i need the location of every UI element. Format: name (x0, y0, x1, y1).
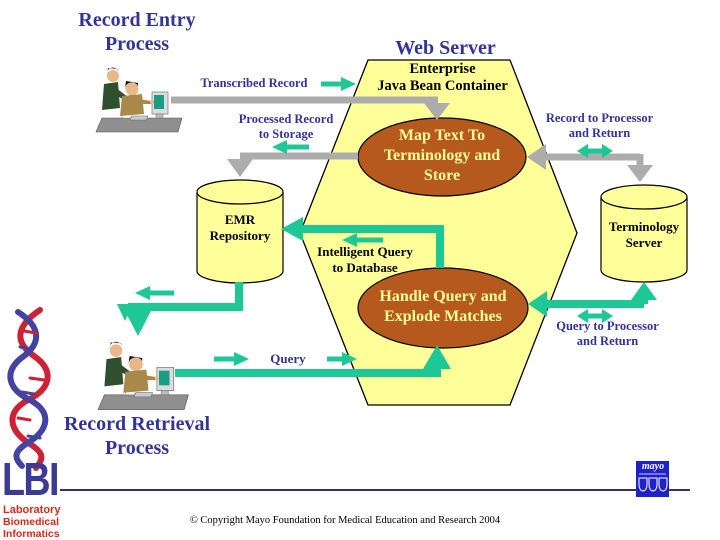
handle-query-ellipse-label: Handle Query and Explode Matches (379, 288, 507, 325)
emr-repository-cylinder (196, 179, 284, 284)
ejb-container-label: Enterprise Java Bean Container (377, 61, 508, 94)
green-double-arrow-record (577, 144, 613, 158)
mayo-logo-wordmark: mayo (641, 461, 665, 472)
record-entry-title: Record Entry Process (78, 9, 196, 55)
lbi-logo-biomedical: Biomedical (3, 516, 60, 528)
emr-repository-label: EMR Repository (209, 212, 271, 243)
record-retrieval-title: Record Retrieval Process (63, 413, 211, 459)
green-arrow-intelligent-query (281, 217, 444, 268)
mayo-logo (636, 461, 669, 497)
query-label: Query (270, 351, 306, 366)
entry-users-clipart (95, 66, 183, 133)
gray-arrow-record-to-processor (527, 144, 653, 182)
query-to-processor-label: Query to Processor and Return (556, 319, 659, 348)
green-arrow-processed (272, 140, 309, 154)
web-server-title: Web Server (395, 37, 496, 59)
copyright-line: © Copyright Mayo Foundation for Medical … (189, 515, 501, 526)
green-double-arrow-query (577, 309, 613, 323)
intelligent-query-label: Intelligent Query to Database (317, 244, 413, 275)
terminology-server-cylinder (600, 184, 688, 283)
processed-record-label: Processed Record to Storage (238, 112, 334, 141)
dna-helix-graphic (7, 307, 51, 471)
record-to-processor-label: Record to Processor and Return (545, 111, 654, 140)
map-text-ellipse-label: Map Text To Terminology and Store (383, 127, 501, 184)
terminology-server-label: Terminology Server (608, 219, 680, 250)
green-arrow-emr-return (117, 282, 243, 336)
lbi-logo-informatics: Informatics (3, 528, 60, 540)
retrieval-users-clipart (97, 341, 189, 411)
lbi-logo-acronym: LBI (2, 453, 59, 505)
green-arrow-terminology-return (528, 282, 657, 317)
gray-arrow-processed-to-storage (227, 152, 358, 177)
lbi-logo-laboratory: Laboratory (3, 504, 61, 516)
gray-arrow-transcribed (171, 96, 450, 120)
green-arrow-transcribed (321, 77, 356, 91)
transcribed-record-label: Transcribed Record (200, 76, 308, 90)
green-arrow-query (175, 345, 451, 377)
